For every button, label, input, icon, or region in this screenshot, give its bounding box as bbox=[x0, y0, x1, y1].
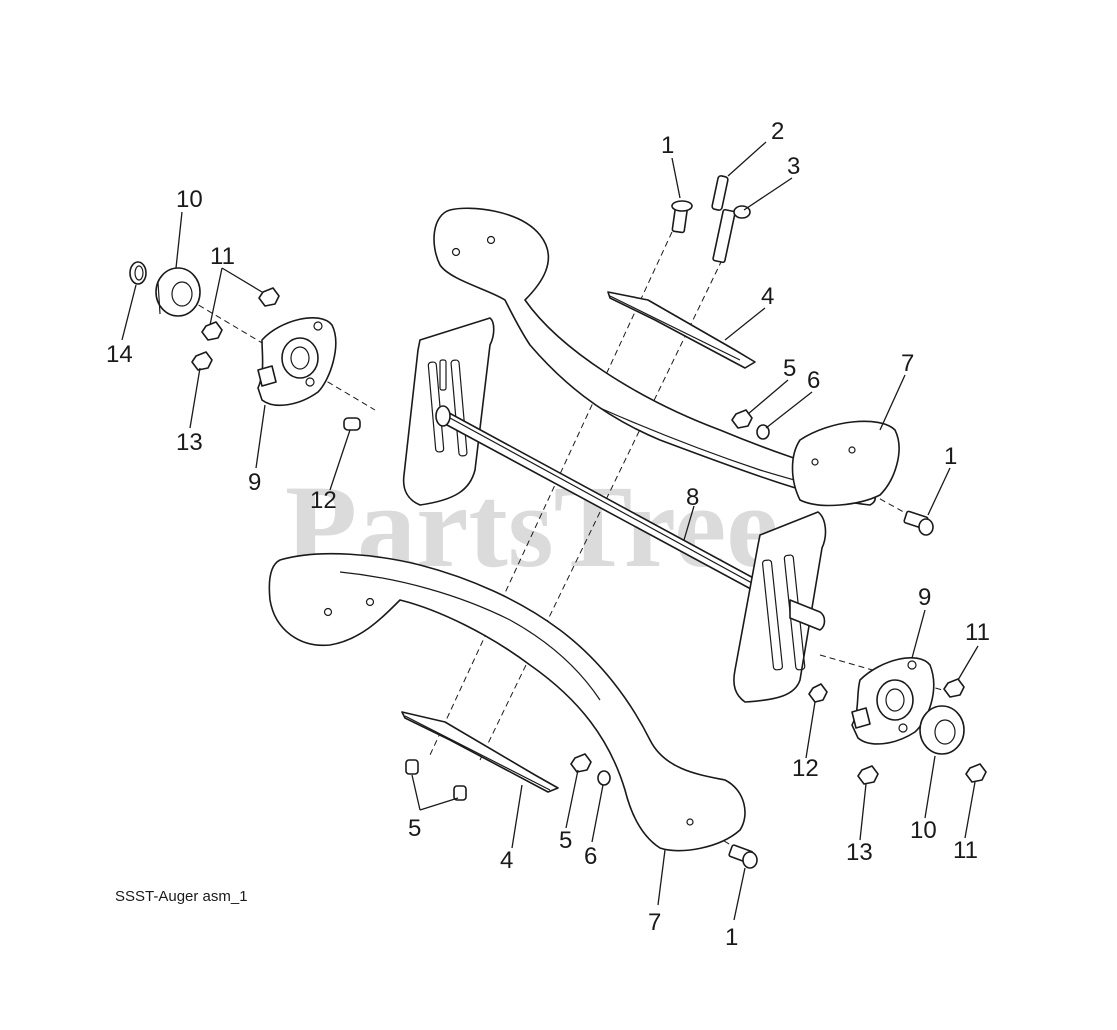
callout-11-right-bottom: 11 bbox=[953, 837, 978, 864]
callout-2: 2 bbox=[771, 118, 784, 145]
callout-12-left: 12 bbox=[310, 487, 337, 514]
callout-7-bottom: 7 bbox=[648, 909, 661, 936]
callout-6-top: 6 bbox=[807, 367, 820, 394]
upper-scraper-blade bbox=[607, 291, 756, 369]
leader-lines bbox=[121, 141, 979, 921]
callout-5-bottom-pair: 5 bbox=[408, 815, 421, 842]
hardware bbox=[191, 175, 987, 869]
diagram-caption: SSST-Auger asm_1 bbox=[115, 888, 248, 905]
callout-14: 14 bbox=[106, 341, 133, 368]
callout-9-left: 9 bbox=[248, 469, 261, 496]
callout-8: 8 bbox=[686, 484, 699, 511]
callout-12-right: 12 bbox=[792, 755, 819, 782]
callout-4-top: 4 bbox=[761, 283, 774, 310]
lower-scraper-blade bbox=[401, 711, 559, 793]
right-bearing bbox=[919, 705, 965, 755]
left-bearing bbox=[155, 267, 201, 317]
callout-6-bottom: 6 bbox=[584, 843, 597, 870]
callout-13-right: 13 bbox=[846, 839, 873, 866]
callout-labels: 1 2 3 4 5 6 7 10 11 14 13 9 12 8 9 11 12… bbox=[106, 118, 990, 951]
snap-ring bbox=[129, 261, 147, 285]
left-bearing-housing bbox=[257, 317, 337, 407]
callout-1-top: 1 bbox=[661, 132, 674, 159]
callout-1-bottom: 1 bbox=[725, 924, 738, 951]
callout-1-right: 1 bbox=[944, 443, 957, 470]
callout-4-bottom: 4 bbox=[500, 847, 513, 874]
callout-13-left: 13 bbox=[176, 429, 203, 456]
callout-5-top: 5 bbox=[783, 355, 796, 382]
callout-7-top: 7 bbox=[901, 350, 914, 377]
callout-5-bottom: 5 bbox=[559, 827, 572, 854]
right-end-plate bbox=[733, 511, 827, 703]
callout-3: 3 bbox=[787, 153, 800, 180]
callout-10-left: 10 bbox=[176, 186, 203, 213]
callout-9-right: 9 bbox=[918, 584, 931, 611]
upper-paddle bbox=[791, 420, 900, 507]
lower-auger-blade bbox=[268, 552, 746, 852]
right-bearing-housing bbox=[851, 657, 935, 745]
callout-10-right: 10 bbox=[910, 817, 937, 844]
callout-11-left: 11 bbox=[210, 243, 235, 270]
callout-11-right-top: 11 bbox=[965, 619, 990, 646]
